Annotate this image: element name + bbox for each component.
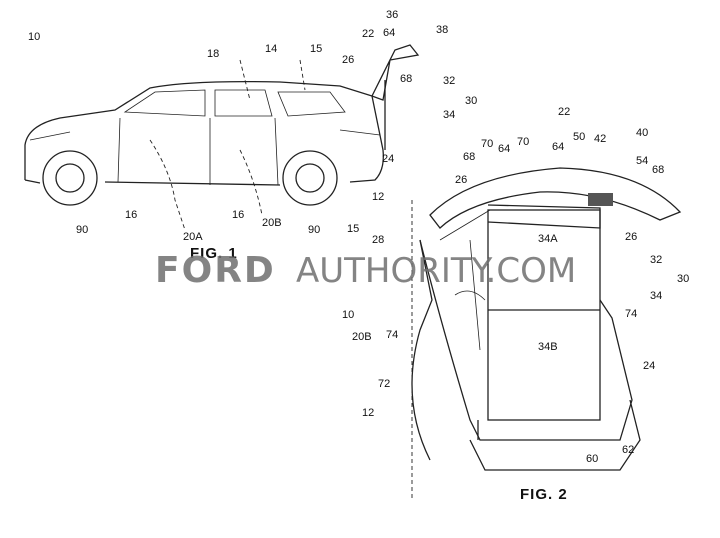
label-22: 22 — [558, 106, 570, 118]
label-15: 15 — [310, 43, 322, 55]
label-34a: 34A — [538, 233, 558, 245]
watermark-site: AUTHORITY.COM — [296, 251, 576, 291]
label-20b: 20B — [352, 331, 372, 343]
label-64b: 64 — [552, 141, 564, 153]
label-68b: 68 — [652, 164, 664, 176]
label-62: 62 — [622, 444, 634, 456]
label-64: 64 — [383, 27, 395, 39]
label-60: 60 — [586, 453, 598, 465]
label-18: 18 — [207, 48, 219, 60]
watermark: FORD AUTHORITY.COM — [155, 250, 576, 291]
label-10: 10 — [28, 31, 40, 43]
label-68: 68 — [463, 151, 475, 163]
label-26b: 26 — [625, 231, 637, 243]
fig1-caption: FIG. 1 — [190, 245, 238, 262]
label-30: 30 — [677, 273, 689, 285]
label-20a: 20A — [183, 231, 203, 243]
watermark-brand: FORD — [155, 250, 276, 291]
label-22: 22 — [362, 28, 374, 40]
label-74: 74 — [386, 329, 398, 341]
label-50: 50 — [573, 131, 585, 143]
label-40: 40 — [636, 127, 648, 139]
label-32: 32 — [443, 75, 455, 87]
label-68: 68 — [400, 73, 412, 85]
label-12: 12 — [362, 407, 374, 419]
label-74b: 74 — [625, 308, 637, 320]
fig2-reference-labels: 22 70 64 70 64 50 42 40 54 68 68 26 26 1… — [342, 106, 689, 503]
label-15: 15 — [347, 223, 359, 235]
label-42: 42 — [594, 133, 606, 145]
label-70: 70 — [481, 138, 493, 150]
label-34b: 34B — [538, 341, 558, 353]
label-54: 54 — [636, 155, 648, 167]
label-38: 38 — [436, 24, 448, 36]
label-64: 64 — [498, 143, 510, 155]
fig2-liftgate-drawing — [411, 167, 682, 500]
fig1-reference-labels: 10 18 14 15 22 64 36 38 26 68 32 30 34 2… — [28, 9, 477, 262]
label-24: 24 — [382, 153, 394, 165]
label-26: 26 — [455, 174, 467, 186]
label-28: 28 — [372, 234, 384, 246]
fig2-caption: FIG. 2 — [520, 486, 568, 503]
label-24: 24 — [643, 360, 655, 372]
label-14: 14 — [265, 43, 277, 55]
label-10: 10 — [342, 309, 354, 321]
fig1-vehicle-drawing — [24, 44, 420, 231]
label-72: 72 — [378, 378, 390, 390]
label-16: 16 — [125, 209, 137, 221]
label-34: 34 — [650, 290, 662, 302]
label-26: 26 — [342, 54, 354, 66]
label-34: 34 — [443, 109, 455, 121]
label-12: 12 — [372, 191, 384, 203]
label-20b: 20B — [262, 217, 282, 229]
label-70b: 70 — [517, 136, 529, 148]
label-30: 30 — [465, 95, 477, 107]
label-36: 36 — [386, 9, 398, 21]
label-32: 32 — [650, 254, 662, 266]
label-90: 90 — [76, 224, 88, 236]
label-16b: 16 — [232, 209, 244, 221]
label-90b: 90 — [308, 224, 320, 236]
